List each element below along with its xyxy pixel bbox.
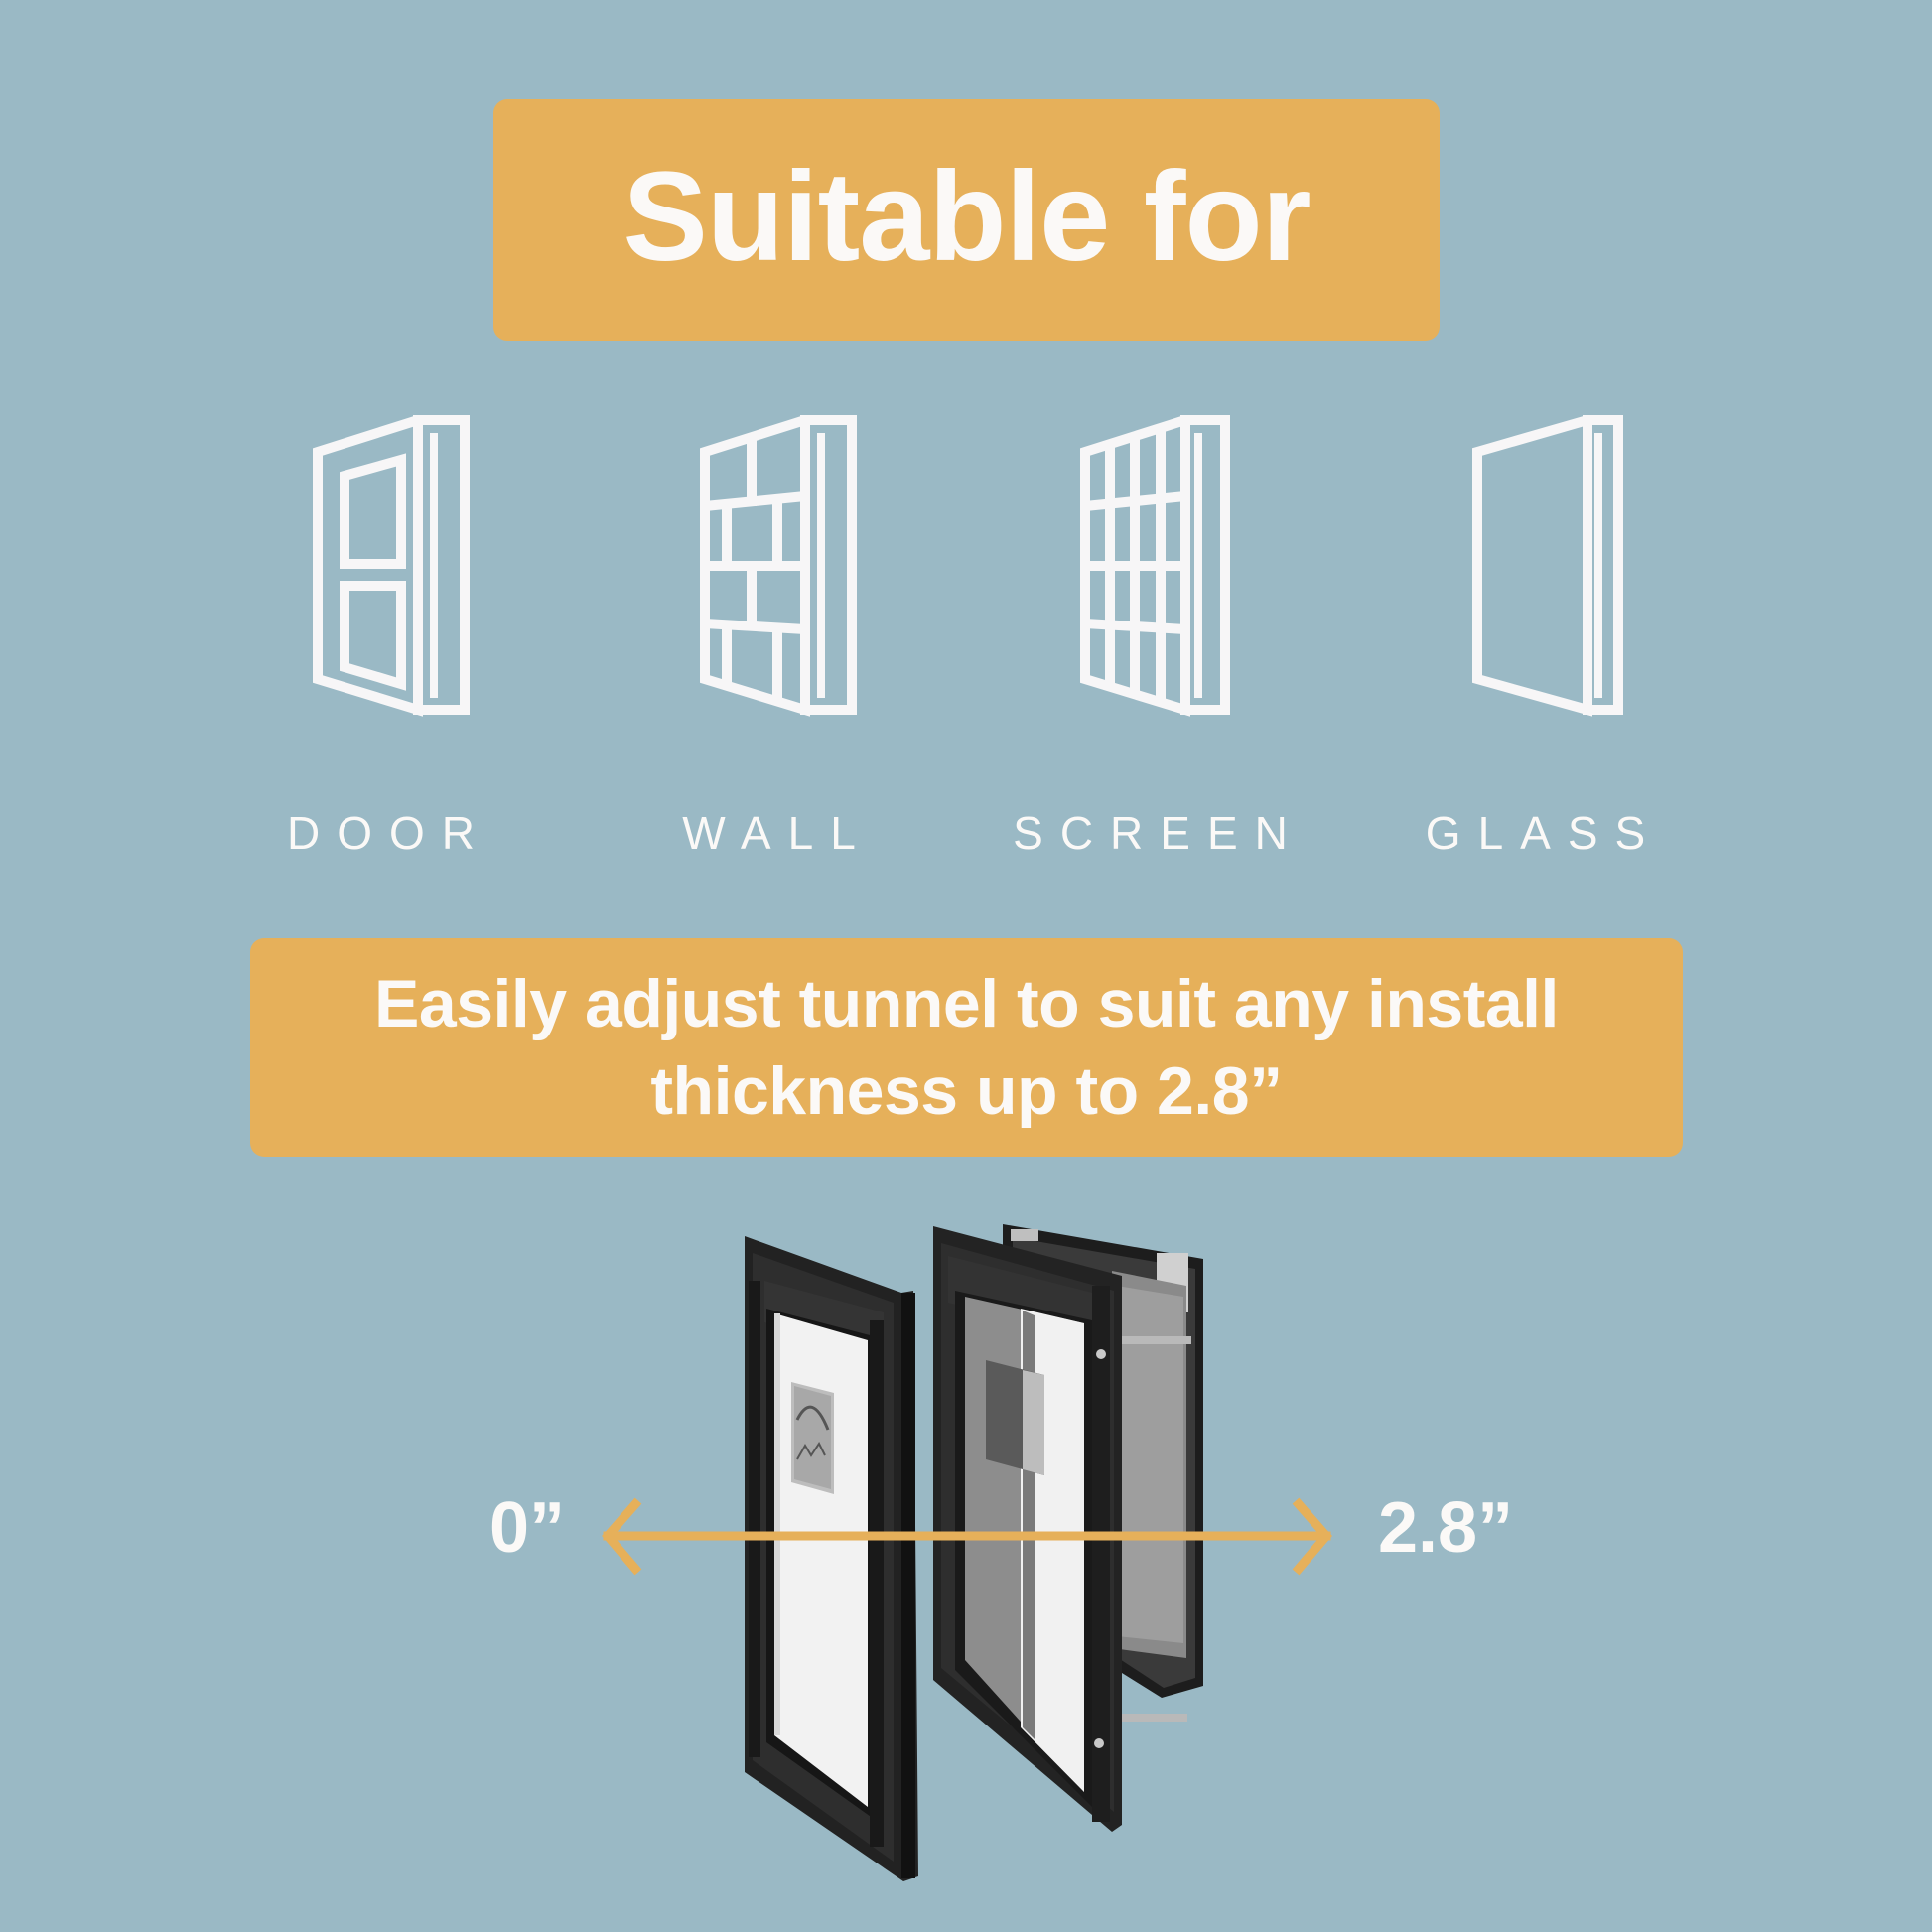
feature-text: Easily adjust tunnel to suit any install… [374,960,1559,1135]
min-thickness-label: 0” [489,1488,566,1568]
feature-line-2: thickness up to 2.8” [650,1053,1283,1129]
max-thickness-label: 2.8” [1378,1488,1514,1568]
glass-icon [1472,415,1623,717]
label-wall: WALL [682,807,873,859]
label-screen: SCREEN [1013,807,1305,859]
label-door: DOOR [287,807,491,859]
feature-line-1: Easily adjust tunnel to suit any install [374,966,1559,1041]
feature-banner: Easily adjust tunnel to suit any install… [250,938,1683,1157]
label-glass: GLASS [1425,807,1663,859]
door-icon [313,415,470,717]
page-title: Suitable for [622,145,1311,288]
wall-icon [700,415,857,717]
title-banner: Suitable for [493,99,1440,341]
screen-icon [1080,415,1230,717]
double-arrow-icon [602,1497,1332,1576]
